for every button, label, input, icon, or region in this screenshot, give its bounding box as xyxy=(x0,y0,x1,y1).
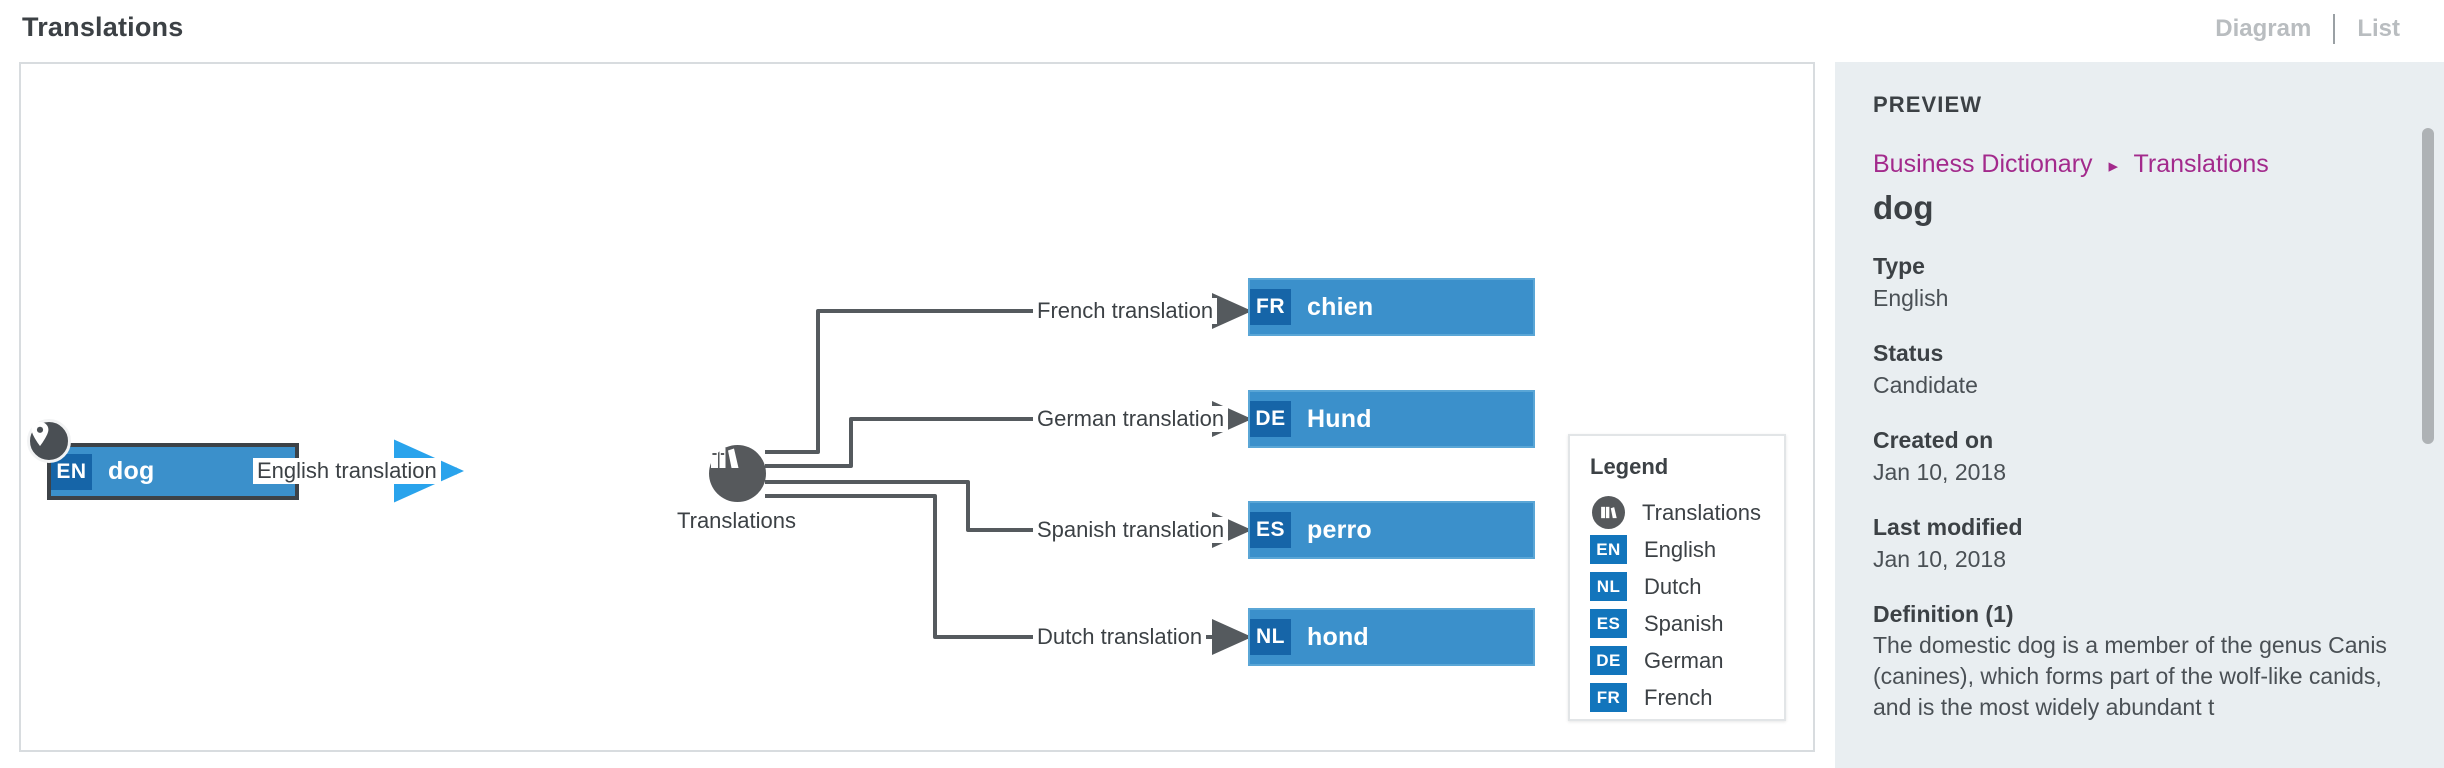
node-es-perro-badge: ES xyxy=(1250,512,1291,548)
node-es-perro-term: perro xyxy=(1307,515,1372,544)
legend-label-german: German xyxy=(1644,647,1724,673)
edge-label-english-translation: English translation xyxy=(253,458,441,484)
edge-label-dutch-translation: Dutch translation xyxy=(1033,624,1207,650)
breadcrumb-parent[interactable]: Business Dictionary xyxy=(1873,150,2093,178)
books-icon xyxy=(1592,496,1625,529)
edge-german-translation-line xyxy=(765,417,1030,468)
node-de-hund-badge: DE xyxy=(1250,401,1291,437)
legend-item-spanish: ES Spanish xyxy=(1590,605,1774,642)
breadcrumb: Business Dictionary ▸ Translations xyxy=(1873,150,2444,179)
hub-node-translations[interactable] xyxy=(709,445,766,502)
legend-item-german: DE German xyxy=(1590,642,1774,679)
field-created-on-value: Jan 10, 2018 xyxy=(1873,459,2007,485)
edge-dutch-translation-line xyxy=(765,494,1030,639)
page-title: Translations xyxy=(22,12,184,42)
field-last-modified-value: Jan 10, 2018 xyxy=(1873,546,2007,572)
diagram-canvas[interactable]: EN dog English translation xyxy=(21,64,1813,750)
legend-item-english: EN English xyxy=(1590,531,1774,568)
field-status: Status Candidate xyxy=(1873,340,2444,401)
diagram-connectors xyxy=(231,293,1252,655)
breadcrumb-separator-icon: ▸ xyxy=(2108,156,2119,177)
legend-item-dutch: NL Dutch xyxy=(1590,568,1774,605)
field-status-label: Status xyxy=(1873,340,1944,366)
legend-label-spanish: Spanish xyxy=(1644,610,1724,636)
field-status-value: Candidate xyxy=(1873,372,1978,398)
tab-diagram[interactable]: Diagram xyxy=(2215,15,2312,42)
node-fr-chien[interactable]: FR chien xyxy=(1248,278,1535,336)
legend-badge-es: ES xyxy=(1590,609,1627,638)
field-created-on: Created on Jan 10, 2018 xyxy=(1873,427,2444,488)
legend-badge-nl: NL xyxy=(1590,572,1627,601)
node-nl-hond-badge: NL xyxy=(1250,619,1291,655)
legend-label-english: English xyxy=(1644,536,1717,562)
legend-label-french: French xyxy=(1644,684,1713,710)
node-nl-hond-term: hond xyxy=(1307,622,1369,651)
field-type-label: Type xyxy=(1873,253,1925,279)
preview-panel: PREVIEW Business Dictionary ▸ Translatio… xyxy=(1835,62,2444,768)
edge-french-translation-line xyxy=(765,309,1030,454)
legend-badge-de: DE xyxy=(1590,646,1627,675)
edge-label-german-translation: German translation xyxy=(1033,406,1229,432)
legend-label-dutch: Dutch xyxy=(1644,573,1702,599)
preview-heading: PREVIEW xyxy=(1873,92,1983,117)
field-created-on-label: Created on xyxy=(1873,427,1994,453)
field-last-modified: Last modified Jan 10, 2018 xyxy=(1873,514,2444,575)
node-fr-chien-badge: FR xyxy=(1250,289,1291,325)
edge-label-spanish-translation: Spanish translation xyxy=(1033,517,1229,543)
view-switch-separator xyxy=(2333,14,2336,44)
legend-title: Legend xyxy=(1590,454,1669,479)
node-nl-hond[interactable]: NL hond xyxy=(1248,608,1535,666)
preview-entry-title: dog xyxy=(1873,189,1934,226)
node-en-dog[interactable]: EN dog xyxy=(47,443,299,500)
legend-badge-en: EN xyxy=(1590,535,1627,564)
node-de-hund[interactable]: DE Hund xyxy=(1248,390,1535,448)
preview-content: PREVIEW Business Dictionary ▸ Translatio… xyxy=(1873,62,2444,723)
map-pin-icon[interactable] xyxy=(27,419,71,463)
field-definition-value: The domestic dog is a member of the genu… xyxy=(1873,632,2387,720)
node-es-perro[interactable]: ES perro xyxy=(1248,501,1535,559)
node-de-hund-term: Hund xyxy=(1307,404,1372,433)
field-definition-label: Definition (1) xyxy=(1873,601,2014,627)
legend-label-translations: Translations xyxy=(1642,499,1762,525)
node-fr-chien-term: chien xyxy=(1307,292,1374,321)
edge-spanish-translation-line xyxy=(765,480,1030,532)
legend-item-translations: Translations xyxy=(1590,494,1774,531)
tab-list[interactable]: List xyxy=(2357,15,2400,42)
legend-list: Translations EN English NL Dutch ES Span… xyxy=(1590,494,1774,716)
edge-label-french-translation: French translation xyxy=(1033,298,1218,324)
preview-scrollbar-thumb[interactable] xyxy=(2422,128,2434,444)
field-definition: Definition (1) The domestic dog is a mem… xyxy=(1873,601,2444,723)
view-switcher: Diagram List xyxy=(2193,14,2422,44)
legend-panel: Legend Translations EN English xyxy=(1568,434,1786,721)
breadcrumb-current[interactable]: Translations xyxy=(2133,150,2269,178)
books-icon xyxy=(711,448,739,468)
legend-item-french: FR French xyxy=(1590,679,1774,716)
hub-node-label: Translations xyxy=(677,508,797,533)
legend-badge-fr: FR xyxy=(1590,683,1627,712)
field-type: Type English xyxy=(1873,253,2444,314)
diagram-panel[interactable]: EN dog English translation xyxy=(19,62,1815,752)
node-en-dog-term: dog xyxy=(108,457,155,485)
field-type-value: English xyxy=(1873,285,1949,311)
top-bar: Translations Diagram List xyxy=(0,0,2444,62)
field-last-modified-label: Last modified xyxy=(1873,514,2023,540)
